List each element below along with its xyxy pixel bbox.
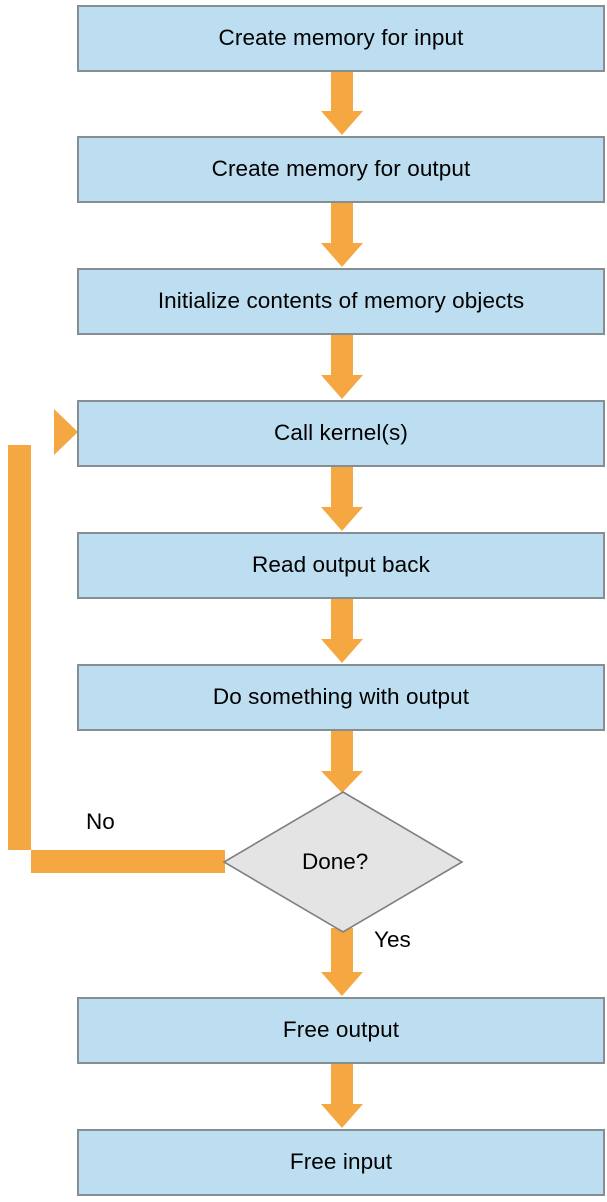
node-free-output[interactable]: Free output bbox=[77, 997, 605, 1064]
arrow-down-6 bbox=[321, 731, 363, 793]
node-call-kernels[interactable]: Call kernel(s) bbox=[77, 400, 605, 467]
arrow-down-yes bbox=[321, 928, 363, 996]
diamond-shape bbox=[222, 791, 464, 933]
node-label: Call kernel(s) bbox=[274, 420, 408, 446]
arrow-down-1 bbox=[321, 72, 363, 135]
arrow-down-4 bbox=[321, 467, 363, 531]
edge-label-yes: Yes bbox=[374, 927, 411, 952]
arrow-down-7 bbox=[321, 1064, 363, 1128]
node-label: Read output back bbox=[252, 552, 430, 578]
node-label: Free input bbox=[289, 1149, 393, 1175]
decision-label: Done? bbox=[302, 849, 369, 874]
node-label: Create memory for input bbox=[218, 25, 464, 51]
arrow-down-5 bbox=[321, 599, 363, 663]
node-read-output-back[interactable]: Read output back bbox=[77, 532, 605, 599]
node-initialize-contents[interactable]: Initialize contents of memory objects bbox=[77, 268, 605, 335]
edge-label-no: No bbox=[86, 809, 115, 834]
arrow-down-2 bbox=[321, 203, 363, 267]
node-label: Free output bbox=[282, 1017, 400, 1043]
node-free-input[interactable]: Free input bbox=[77, 1129, 605, 1196]
node-done-decision[interactable] bbox=[220, 788, 466, 936]
arrow-loopback-no bbox=[8, 409, 225, 873]
arrow-down-3 bbox=[321, 335, 363, 399]
node-create-memory-output[interactable]: Create memory for output bbox=[77, 136, 605, 203]
node-label: Initialize contents of memory objects bbox=[157, 288, 525, 314]
node-label: Create memory for output bbox=[211, 156, 471, 182]
node-label: Do something with output bbox=[212, 684, 470, 710]
node-create-memory-input[interactable]: Create memory for input bbox=[77, 5, 605, 72]
node-do-something-with-output[interactable]: Do something with output bbox=[77, 664, 605, 731]
